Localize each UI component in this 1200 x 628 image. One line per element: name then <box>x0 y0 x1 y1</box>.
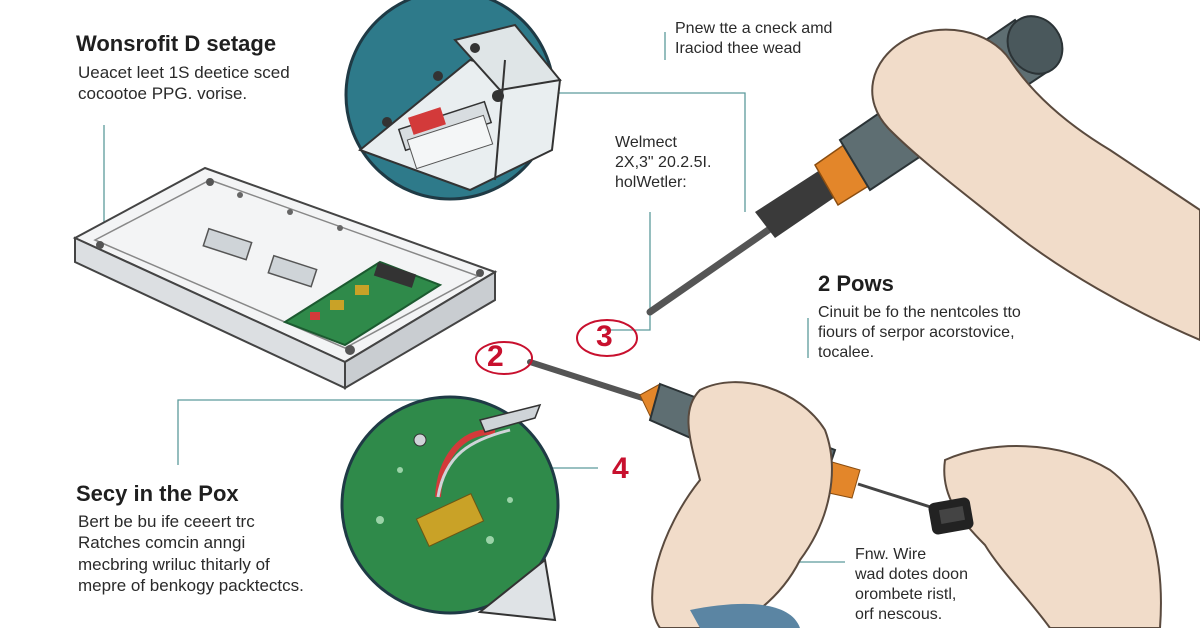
text-line: Ratches comcin anngi <box>78 532 304 553</box>
zoom-circle-bottom <box>342 397 558 620</box>
step-number-four: 4 <box>612 452 629 486</box>
section-title-right: 2 Pows <box>818 270 894 298</box>
text-line: Bert be bu ife ceeert trc <box>78 511 304 532</box>
section-text-top-left: Ueacet leet 1S deetice sced cocootoe PPG… <box>78 62 290 105</box>
text-line: 2X,3" 20.2.5I. <box>615 153 711 173</box>
section-title-top-left: Wonsrofit D setage <box>76 30 276 58</box>
text-line: tocalee. <box>818 343 1021 363</box>
text-line: Welmect <box>615 133 711 153</box>
section-text-right: Cinuit be fo the nentcoles tto fiours of… <box>818 303 1021 363</box>
text-line: Ueacet leet 1S deetice sced <box>78 62 290 83</box>
text-line: orombete ristl, <box>855 585 968 605</box>
callout-bottom-right-text: Fnw. Wire wad dotes doon orombete ristl,… <box>855 545 968 625</box>
callout-middle-text: Welmect 2X,3" 20.2.5I. holWetler: <box>615 133 711 193</box>
section-title-bottom-left: Secy in the Pox <box>76 480 239 508</box>
text-line: Cinuit be fo the nentcoles tto <box>818 303 1021 323</box>
text-line: mepre of benkogy packtectcs. <box>78 575 304 596</box>
step-two-ring <box>476 342 532 374</box>
zoom-circle-top <box>346 0 560 199</box>
text-line: Fnw. Wire <box>855 545 968 565</box>
text-line: Iraciod thee wead <box>675 39 832 59</box>
step-number-three: 3 <box>596 320 613 354</box>
text-line: wad dotes doon <box>855 565 968 585</box>
text-line: orf nescous. <box>855 605 968 625</box>
step-number-two: 2 <box>487 340 504 374</box>
text-line: mecbring wriluc thitarly of <box>78 554 304 575</box>
text-line: Pnew tte a cneck amd <box>675 19 832 39</box>
text-line: fiours of serpor acorstovice, <box>818 323 1021 343</box>
leader-line-screw <box>605 212 650 330</box>
device-enclosure <box>75 168 495 388</box>
callout-top-text: Pnew tte a cneck amd Iraciod thee wead <box>675 19 832 59</box>
text-line: cocootoe PPG. vorise. <box>78 83 290 104</box>
section-text-bottom-left: Bert be bu ife ceeert trc Ratches comcin… <box>78 511 304 596</box>
text-line: holWetler: <box>615 173 711 193</box>
